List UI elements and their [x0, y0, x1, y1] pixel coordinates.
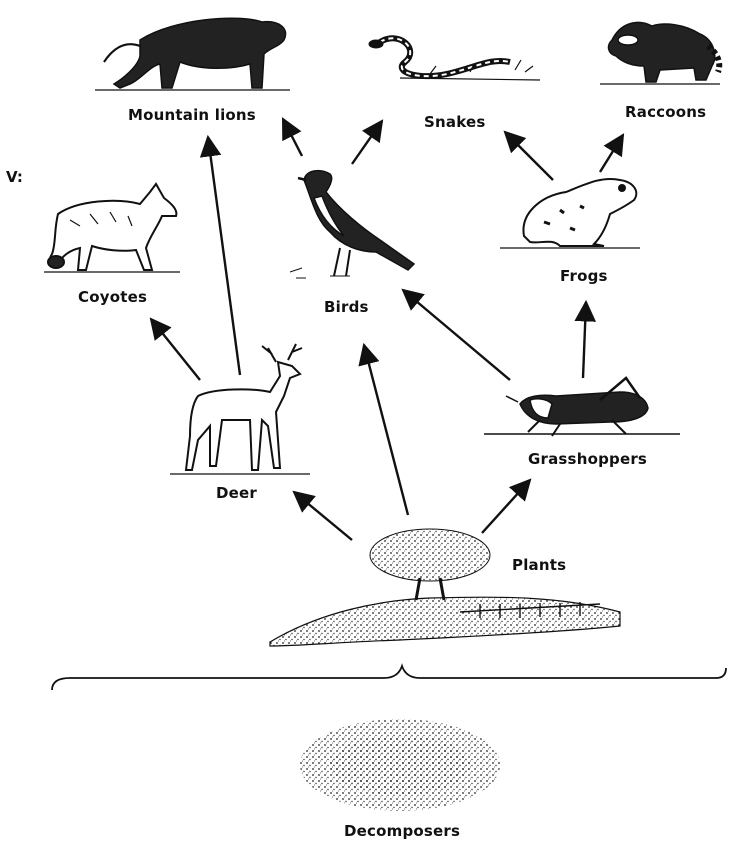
arrow-grasshoppers-to-frogs — [583, 302, 586, 378]
arrow-frogs-to-raccoons — [600, 135, 623, 172]
arrow-plants-to-birds — [364, 345, 408, 515]
bird-illustration — [290, 171, 414, 278]
arrow-birds-to-snakes — [352, 121, 382, 164]
label-mountain-lions: Mountain lions — [128, 106, 256, 124]
arrow-grasshoppers-to-birds — [403, 290, 510, 380]
frog-illustration — [500, 179, 640, 248]
decomposers-brace — [52, 666, 726, 690]
stray-mark: V: — [6, 168, 23, 186]
mountain-lion-illustration — [95, 18, 290, 90]
plants-illustration — [270, 529, 620, 646]
arrow-deer-to-coyotes — [151, 319, 200, 380]
arrow-deer-to-mountain-lions — [208, 137, 240, 375]
arrow-plants-to-grasshoppers — [482, 480, 530, 533]
arrow-frogs-to-snakes — [505, 132, 553, 180]
label-grasshoppers: Grasshoppers — [528, 450, 647, 468]
label-deer: Deer — [216, 484, 257, 502]
arrow-plants-to-deer — [294, 492, 352, 540]
label-coyotes: Coyotes — [78, 288, 147, 306]
raccoon-illustration — [600, 22, 720, 84]
arrow-birds-to-mountain-lions — [283, 119, 302, 156]
label-snakes: Snakes — [424, 113, 485, 131]
snake-illustration — [369, 38, 540, 80]
label-decomposers: Decomposers — [344, 822, 460, 840]
label-raccoons: Raccoons — [625, 103, 706, 121]
arrows — [151, 119, 623, 540]
label-birds: Birds — [324, 298, 369, 316]
label-plants: Plants — [512, 556, 566, 574]
grasshopper-illustration — [484, 378, 680, 436]
deer-illustration — [170, 344, 310, 474]
label-frogs: Frogs — [560, 267, 608, 285]
decomposers-illustration — [300, 719, 500, 811]
coyote-illustration — [44, 184, 180, 272]
